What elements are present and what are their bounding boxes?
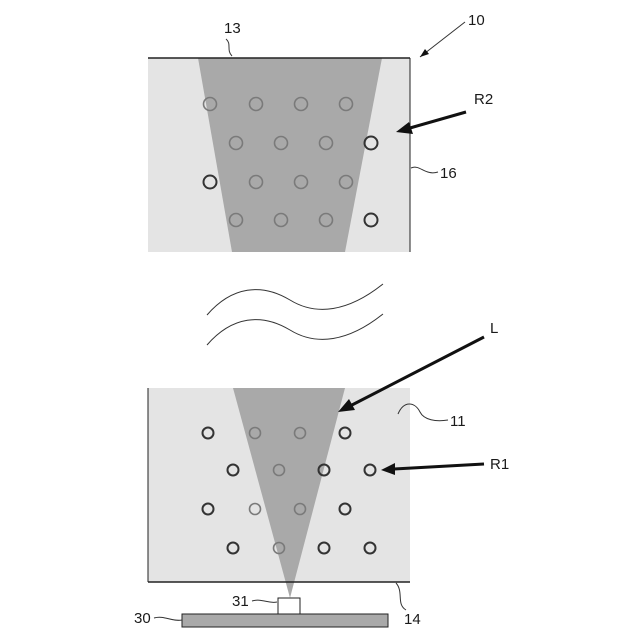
label-13-group: 13 [224, 20, 241, 56]
break-line-lower [207, 314, 383, 345]
label-11: 11 [450, 413, 466, 430]
label-14: 14 [404, 611, 421, 628]
label-30-leader [154, 617, 182, 620]
label-10: 10 [468, 12, 485, 29]
substrate-plate [182, 614, 388, 627]
label-l-group: L [338, 320, 498, 412]
r2-arrow-shaft [410, 112, 466, 128]
label-31: 31 [232, 593, 249, 610]
label-r2-group: R2 [396, 91, 493, 134]
label-31-group: 31 [232, 593, 277, 610]
label-31-leader [252, 600, 277, 602]
label-10-group: 10 [420, 12, 485, 57]
label-16: 16 [440, 165, 457, 182]
label-r1: R1 [490, 456, 509, 473]
label-16-group: 16 [411, 165, 457, 182]
label-14-leader [396, 583, 406, 610]
break-lines-icon [207, 284, 383, 345]
label-l: L [490, 320, 498, 337]
label-13: 13 [224, 20, 241, 37]
l-arrow-shaft [350, 337, 484, 406]
label-30: 30 [134, 610, 151, 627]
lower-panel [148, 388, 410, 598]
label-14-group: 14 [396, 583, 421, 628]
label-16-leader [411, 167, 438, 173]
emitter-block [278, 598, 300, 614]
label-30-group: 30 [134, 610, 182, 627]
label-13-leader [226, 39, 232, 56]
upper-panel [148, 58, 410, 252]
label-10-arrowhead [420, 49, 429, 57]
break-line-upper [207, 284, 383, 315]
label-r2: R2 [474, 91, 493, 108]
